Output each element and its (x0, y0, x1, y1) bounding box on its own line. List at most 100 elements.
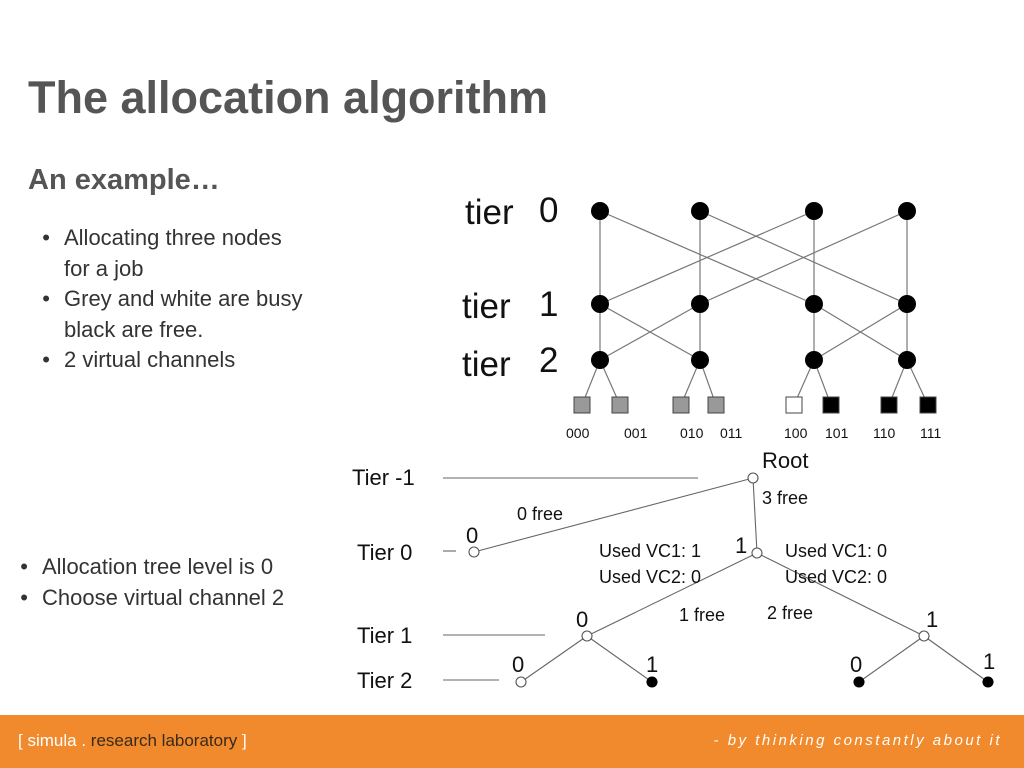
compute-node (880, 396, 898, 414)
bullet-item: Grey and white are busy black are free. (30, 284, 310, 345)
tree-edge (520, 635, 588, 683)
tree-node (918, 630, 930, 642)
tree-edge-labels: 0 free 3 free 1 free 2 free (517, 488, 813, 625)
tree-node (853, 676, 865, 688)
network-link (699, 210, 908, 305)
brand-lab: research laboratory (90, 731, 238, 750)
leaf-label: 000 (566, 425, 590, 441)
switch-node (805, 295, 823, 313)
network-switches (591, 202, 916, 369)
tree-edge (586, 552, 758, 637)
tree-node (982, 676, 994, 688)
node-index-label: 0 (466, 523, 478, 548)
node-index-label: 0 (512, 652, 524, 677)
leaf-label: 001 (624, 425, 648, 441)
node-index-label: 0 (850, 652, 862, 677)
tree-tier-labels: Tier -1 Tier 0 Tier 1 Tier 2 (352, 465, 415, 693)
network-tier-word: tier (462, 287, 511, 326)
allocation-diagram: 000 001 010 011 100 101 110 111 tier 0 t… (352, 191, 995, 693)
edge-free-label: 3 free (762, 488, 808, 508)
leaf-label: 111 (920, 425, 941, 441)
vc-usage-left: Used VC1: 1 (599, 541, 701, 561)
bullet-item: Choose virtual channel 2 (8, 583, 338, 614)
network-link (599, 303, 701, 361)
tree-edge (858, 635, 925, 683)
brand-name: simula (27, 731, 77, 750)
node-index-label: 1 (926, 607, 938, 632)
switch-node (898, 202, 916, 220)
edge-free-label: 1 free (679, 605, 725, 625)
brand-bracket-open: [ (18, 731, 23, 750)
compute-node (919, 396, 937, 414)
leaf-label: 010 (680, 425, 704, 441)
tree-node (747, 472, 759, 484)
switch-node (591, 202, 609, 220)
compute-node (573, 396, 591, 414)
tree-edge (752, 477, 758, 554)
bullet-item: 2 virtual channels (30, 345, 310, 376)
node-index-label: 1 (735, 533, 747, 558)
network-tier-word: tier (462, 345, 511, 384)
leaf-label: 100 (784, 425, 808, 441)
tree-node (646, 676, 658, 688)
compute-nodes (573, 396, 937, 414)
tree-node (515, 676, 527, 688)
switch-node (805, 351, 823, 369)
switch-node (591, 295, 609, 313)
brand-dot: . (81, 731, 87, 750)
leaf-label: 110 (873, 425, 896, 441)
node-index-label: 0 (576, 607, 588, 632)
allocation-tree (443, 477, 989, 683)
network-tier-word: tier (465, 193, 514, 232)
tree-edge (923, 635, 989, 683)
network-link (813, 303, 908, 361)
vc-usage-right: Used VC2: 0 (785, 567, 887, 587)
tree-tier-label: Tier 1 (357, 623, 412, 648)
brand-logo: [ simula . research laboratory ] (18, 731, 247, 751)
vc-usage-left: Used VC2: 0 (599, 567, 701, 587)
compute-node (672, 396, 690, 414)
network-tier-num: 2 (539, 341, 558, 380)
edge-free-label: 0 free (517, 504, 563, 524)
tree-edge (756, 552, 925, 637)
bullet-item: Allocation tree level is 0 (8, 552, 338, 583)
vc-usage-right: Used VC1: 0 (785, 541, 887, 561)
switch-node (805, 202, 823, 220)
network-tier-num: 1 (539, 285, 558, 324)
switch-node (691, 295, 709, 313)
edge-free-label: 2 free (767, 603, 813, 623)
tree-edge (586, 635, 653, 683)
tree-node (581, 630, 593, 642)
tree-node (751, 547, 763, 559)
node-index-label: 1 (983, 649, 995, 674)
tree-root-label: Root (762, 448, 808, 473)
tree-node (468, 546, 480, 558)
network-tier-labels: tier 0 tier 1 tier 2 (462, 191, 558, 384)
tree-node-labels: 0 1 0 1 0 1 0 1 (466, 523, 995, 677)
footer-bar: [ simula . research laboratory ] - by th… (0, 715, 1024, 768)
switch-node (898, 295, 916, 313)
leaf-labels: 000 001 010 011 100 101 110 111 (566, 425, 941, 441)
node-index-label: 1 (646, 652, 658, 677)
network-topology (581, 210, 929, 406)
leaf-label: 011 (720, 425, 743, 441)
switch-node (691, 351, 709, 369)
tree-tier-label: Tier 0 (357, 540, 412, 565)
compute-node (785, 396, 803, 414)
switch-node (591, 351, 609, 369)
bullet-list-top: Allocating three nodes for a job Grey an… (30, 223, 310, 376)
switch-node (898, 351, 916, 369)
compute-node (822, 396, 840, 414)
network-link (599, 210, 815, 305)
slide-subtitle: An example… (28, 164, 220, 196)
slide-title: The allocation algorithm (28, 72, 549, 123)
vc-usage-labels: Used VC1: 1 Used VC2: 0 Used VC1: 0 Used… (599, 541, 887, 587)
tree-tier-label: Tier -1 (352, 465, 415, 490)
leaf-label: 101 (825, 425, 849, 441)
network-tier-num: 0 (539, 191, 558, 230)
tree-edge (473, 477, 754, 553)
bullet-item: Allocating three nodes for a job (30, 223, 310, 284)
footer-tagline: - by thinking constantly about it (713, 732, 1002, 749)
tree-tier-label: Tier 2 (357, 668, 412, 693)
compute-node (611, 396, 629, 414)
